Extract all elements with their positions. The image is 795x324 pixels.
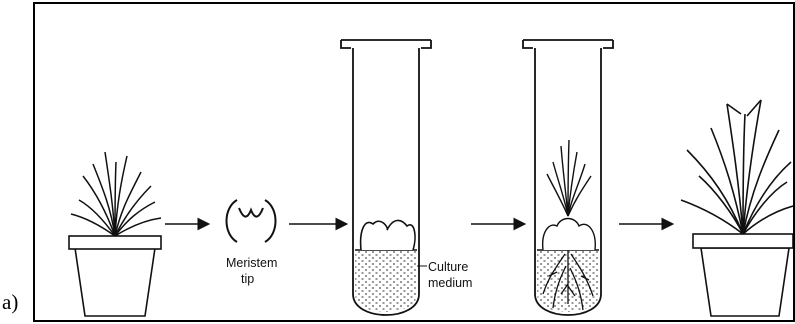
plantlet-shoot xyxy=(547,140,591,216)
culture-tube xyxy=(341,40,431,315)
tissue-culture-diagram: Meristem tip Culture medium xyxy=(33,2,795,322)
figure-part-label: a) xyxy=(2,290,18,315)
tube-lip-left xyxy=(341,40,351,48)
plantlet-callus xyxy=(543,219,596,251)
regenerated-plant-in-pot xyxy=(681,100,793,316)
tube-lip-right xyxy=(421,40,431,48)
leaf-rosette xyxy=(681,100,793,234)
pot-rim xyxy=(693,234,793,248)
culture-label-line1: Culture xyxy=(428,260,468,274)
pot-body xyxy=(701,248,789,316)
plantlet-tube xyxy=(523,40,613,315)
pot-body xyxy=(75,248,155,316)
pot-rim xyxy=(69,236,161,249)
culture-label-line2: medium xyxy=(428,276,472,290)
culture-medium xyxy=(355,250,417,312)
explant-callus xyxy=(361,220,415,250)
mother-plant-in-pot xyxy=(69,152,161,316)
leaf-rosette xyxy=(71,152,161,236)
meristem-label-line2: tip xyxy=(241,272,254,286)
diagram-canvas: Meristem tip Culture medium xyxy=(35,4,793,320)
meristem-label-line1: Meristem xyxy=(226,256,277,270)
meristem-tip xyxy=(227,200,276,242)
